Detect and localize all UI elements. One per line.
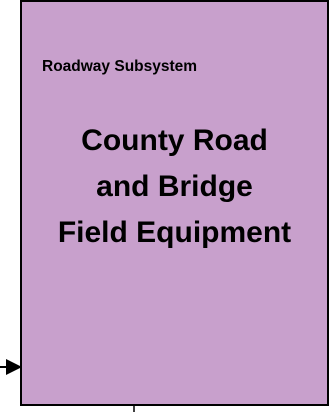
- element-title: County Road and Bridge Field Equipment: [22, 118, 327, 256]
- arrow-head: [6, 359, 22, 375]
- element-title-line-2: and Bridge: [96, 170, 253, 203]
- connector-stub-icon: [133, 404, 135, 412]
- arrow-right-icon: [0, 359, 22, 375]
- element-title-line-1: County Road: [81, 124, 268, 157]
- element-title-line-3: Field Equipment: [57, 216, 292, 249]
- subsystem-label: Roadway Subsystem: [42, 58, 198, 75]
- roadway-subsystem-box[interactable]: Roadway Subsystem County Road and Bridge…: [20, 0, 329, 406]
